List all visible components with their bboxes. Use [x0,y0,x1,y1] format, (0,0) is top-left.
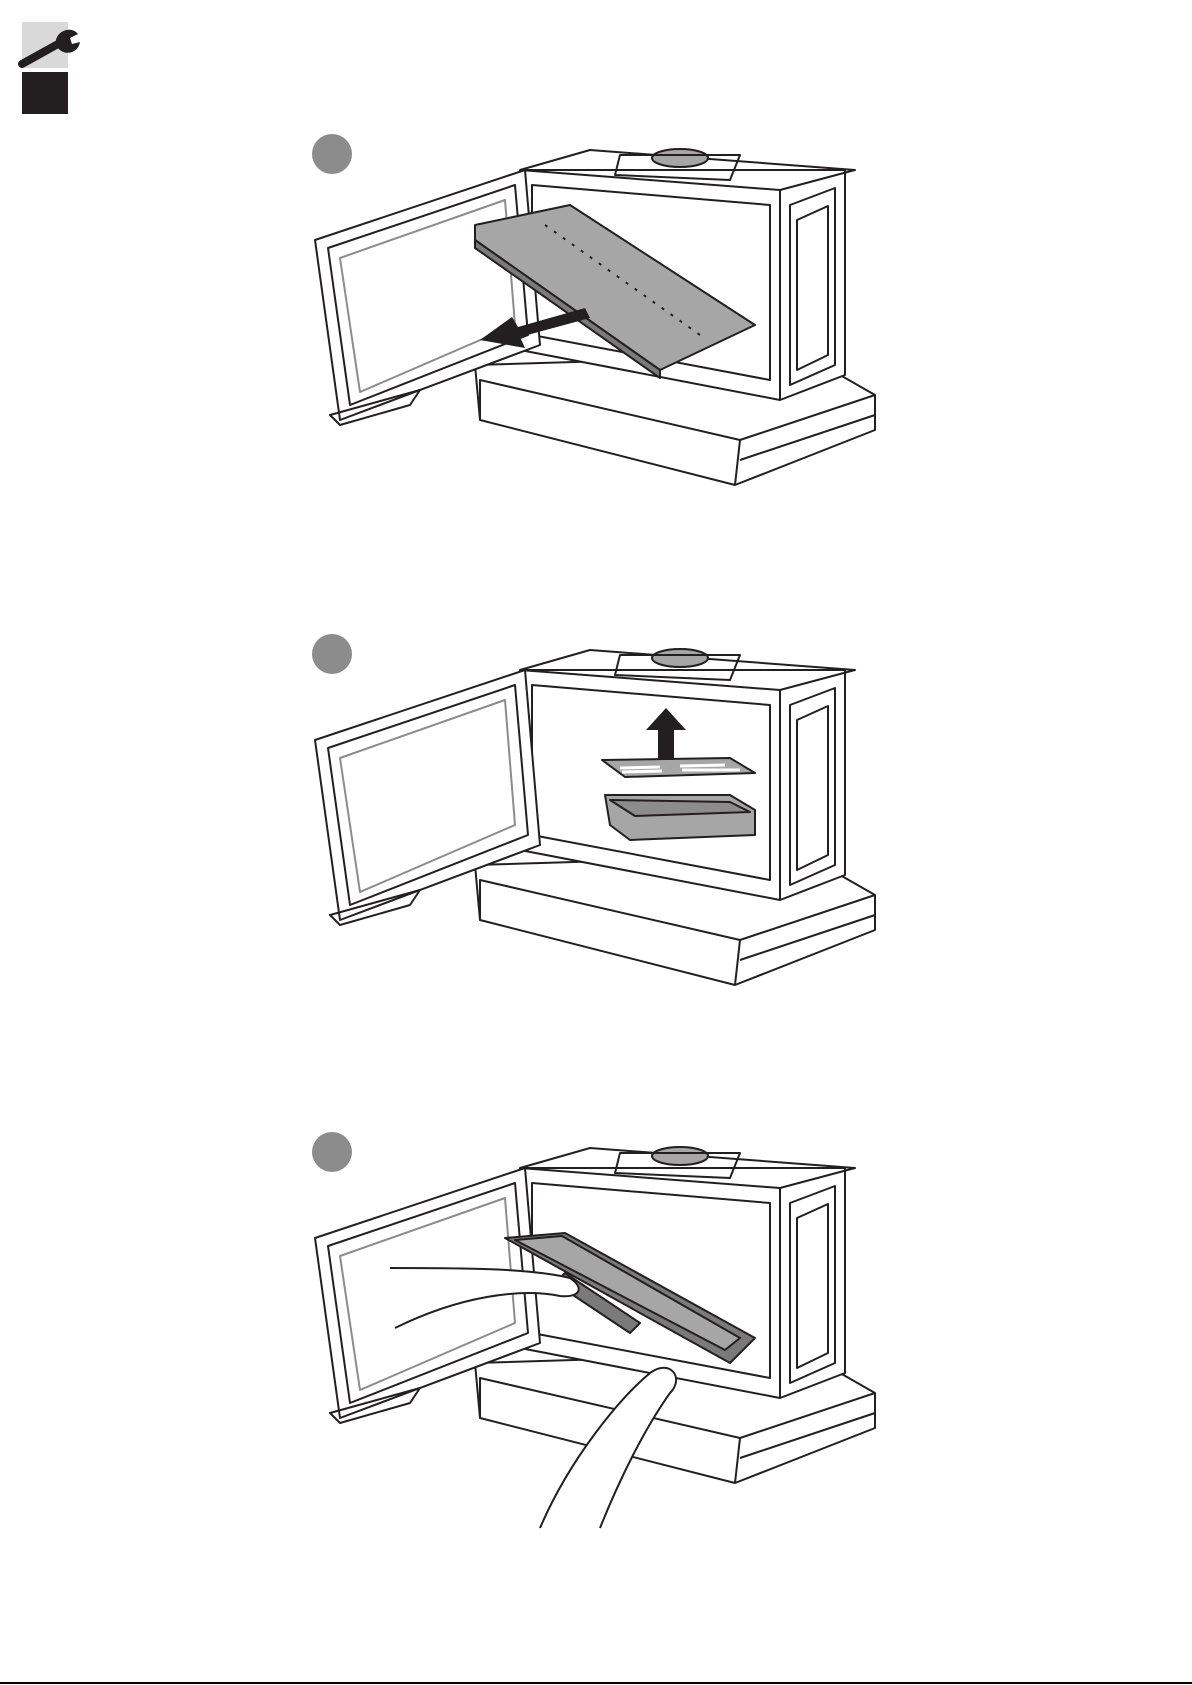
stove-drawing-2 [300,630,880,1050]
step-1-illustration [300,130,880,550]
stove-drawing-1 [300,130,880,550]
stove-drawing-3 [300,1128,880,1548]
step-2-illustration [300,630,880,1050]
maintenance-section-badge [22,22,68,114]
step-3-illustration [300,1128,880,1548]
footer-rule [0,1682,1192,1684]
wrench-icon [14,20,84,80]
